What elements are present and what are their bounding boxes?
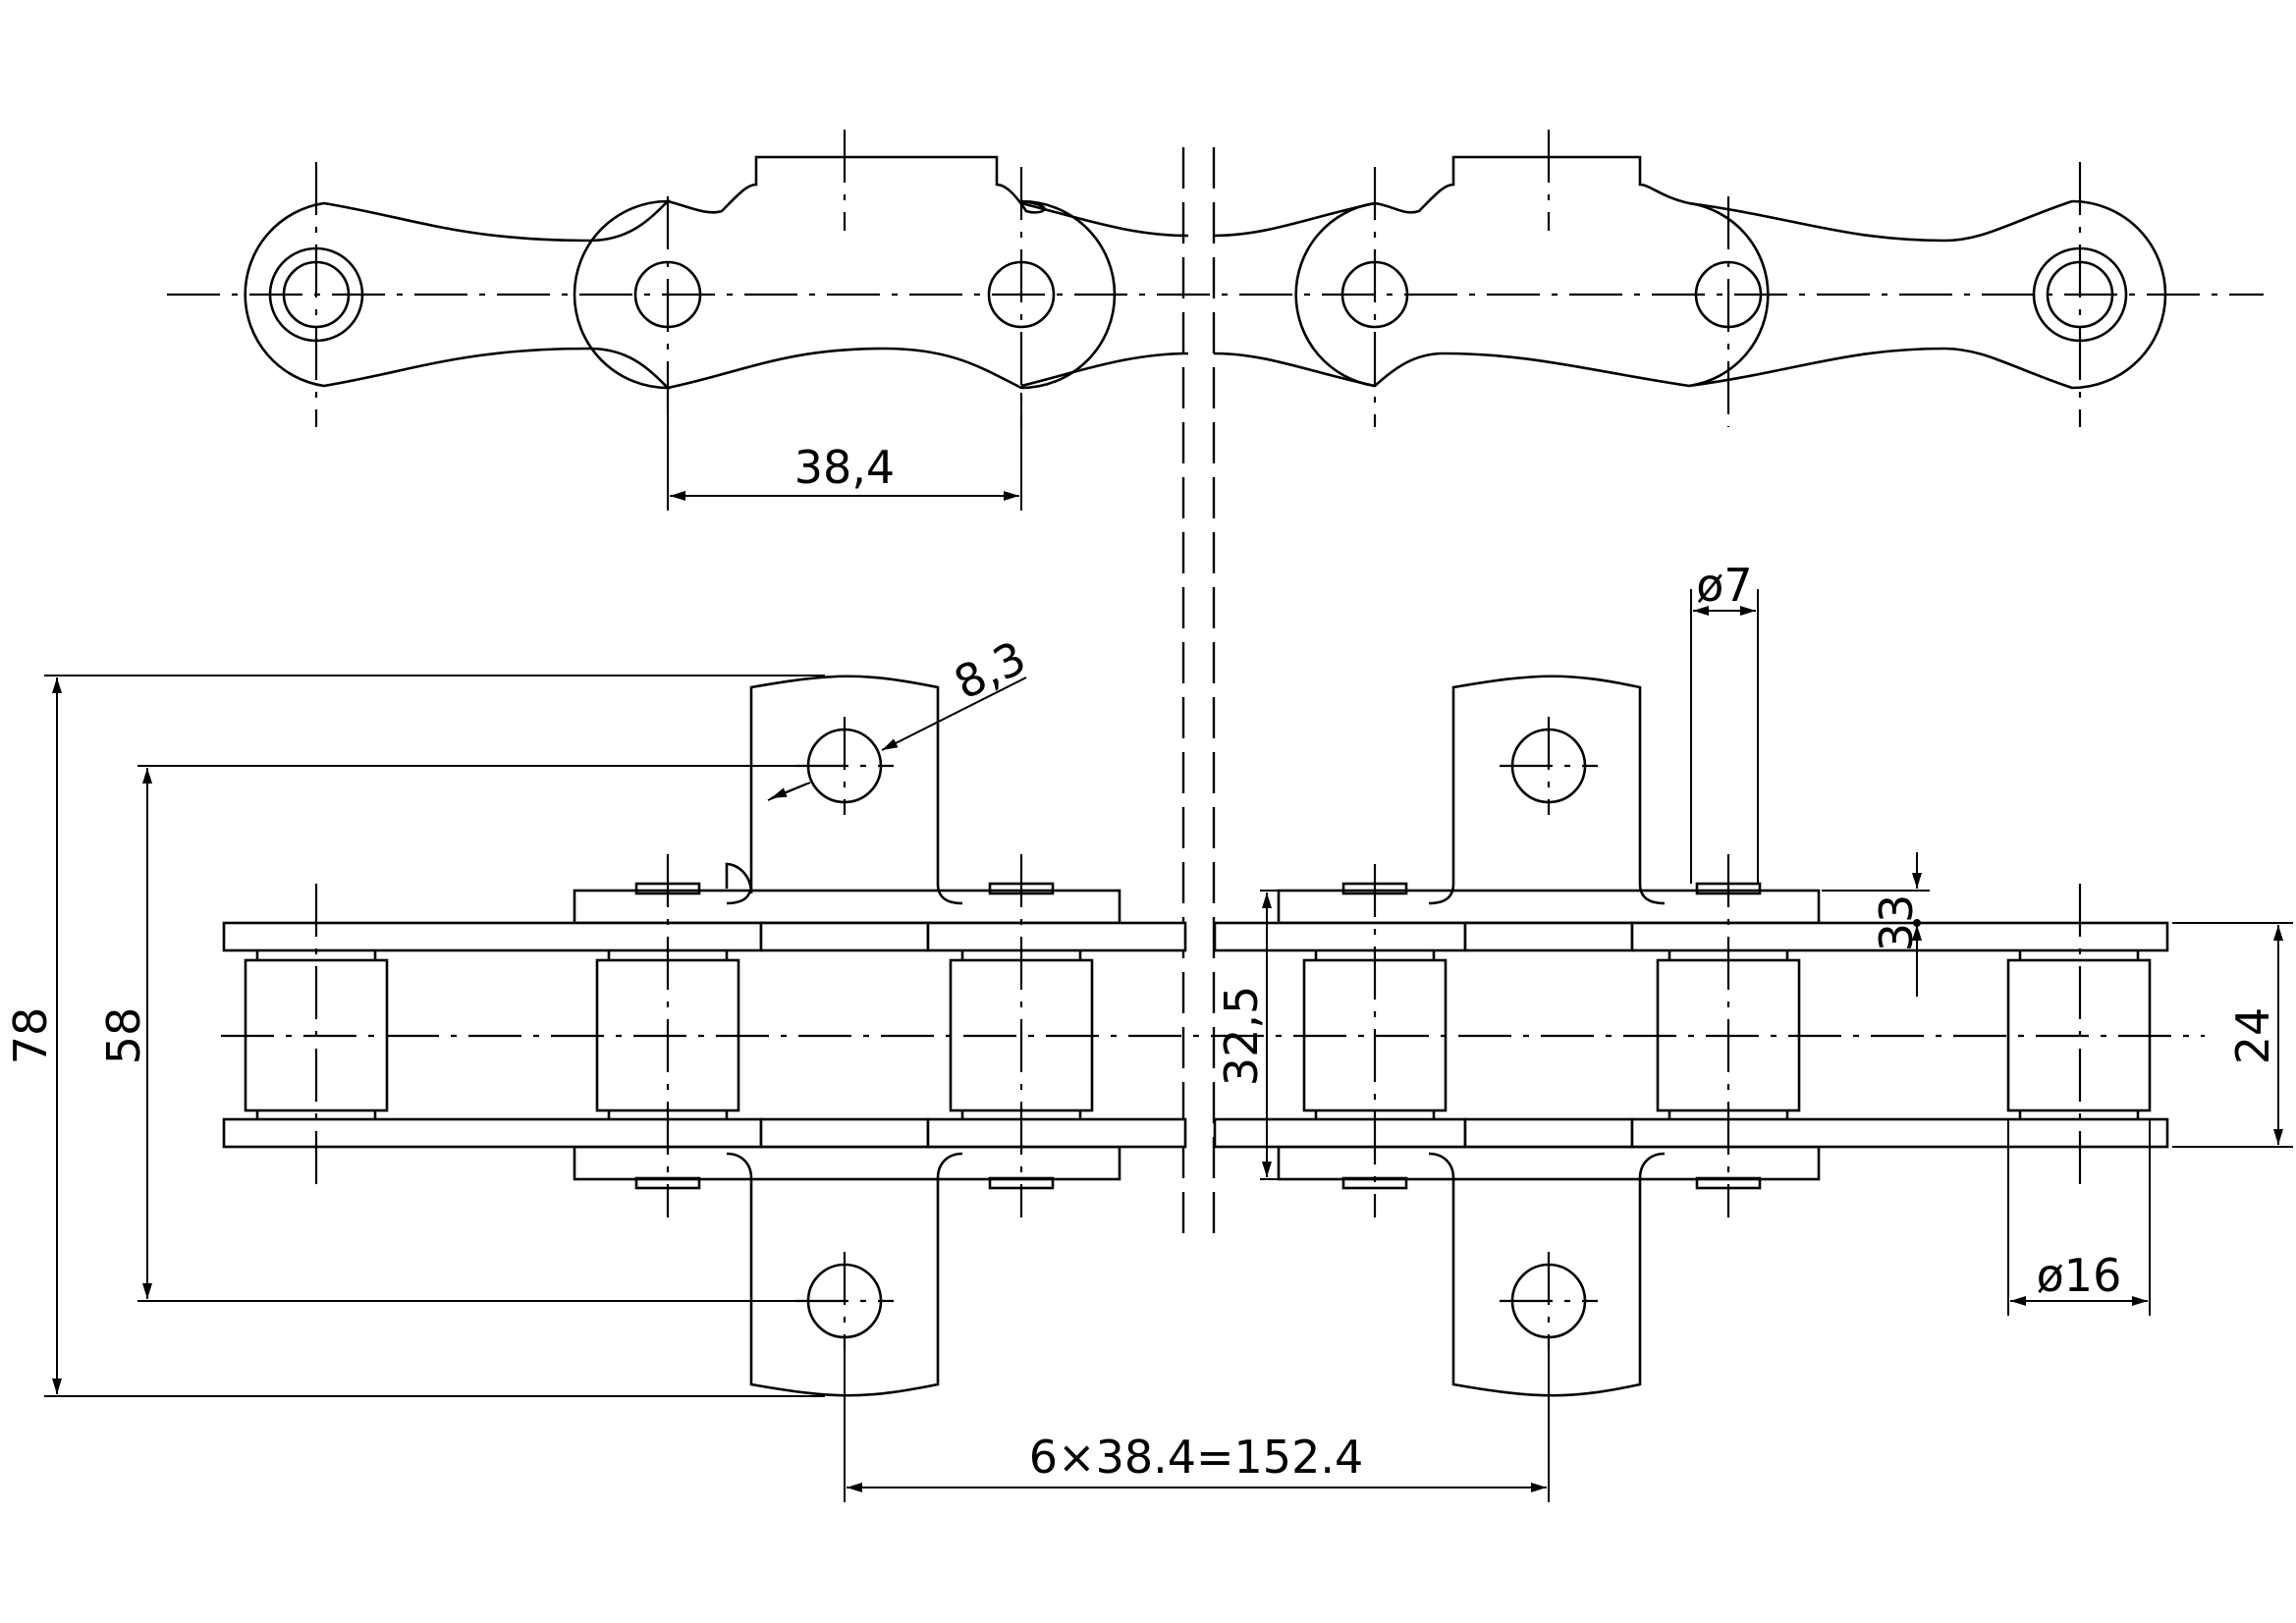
dim-overall-height: 78 [4, 675, 825, 1397]
dim-hole-spacing: 58 [97, 765, 810, 1302]
rollers [244, 950, 2152, 1119]
dim-pin-dia: ø7 [1690, 559, 1759, 884]
side-link-attach-right [1294, 155, 1770, 388]
side-plates-upper [222, 921, 2169, 952]
dim-pin-dia-label: ø7 [1696, 559, 1752, 612]
dim-hole-dia: 8,3 [767, 630, 1034, 801]
dim-hole-dia-label: 8,3 [946, 630, 1033, 710]
side-plates-lower [222, 1117, 2169, 1149]
dim-total-pitch-label: 6×38.4=152.4 [1029, 1431, 1363, 1484]
dim-total-pitch: 6×38.4=152.4 [844, 1345, 1550, 1502]
dim-roller-dia-label: ø16 [2037, 1249, 2122, 1302]
plan-view: 78 58 8,3 ø7 33 [4, 559, 2293, 1502]
side-link-left [244, 199, 672, 390]
attachment-lower-left [726, 1152, 963, 1397]
attachment-upper-right [1428, 675, 1666, 905]
break-lines [1181, 147, 1216, 1237]
side-view: 38,4 [167, 130, 2264, 511]
side-link-attach-left [667, 155, 1117, 390]
side-vertical-centerlines [314, 130, 2082, 427]
dim-plate-span-label: 32,5 [1215, 986, 1268, 1086]
dim-top-pitch-label: 38,4 [794, 441, 895, 494]
dim-top-pitch: 38,4 [667, 393, 1022, 511]
dim-hole-spacing-label: 58 [97, 1007, 150, 1065]
dim-attachment-offset: 33 [1822, 852, 1930, 997]
dim-inner-width-label: 24 [2226, 1007, 2279, 1065]
dim-overall-height-label: 78 [4, 1007, 57, 1065]
attachment-lower-right [1428, 1152, 1666, 1397]
dim-inner-width: 24 [2172, 922, 2293, 1148]
dim-plate-span: 32,5 [1215, 890, 1473, 1180]
side-link-right [1688, 199, 2167, 390]
dim-roller-dia: ø16 [2007, 1119, 2151, 1316]
side-link-mid-left [1020, 201, 1189, 388]
attachment-upper-left [725, 675, 963, 905]
plan-pin-centerlines [314, 854, 2082, 1217]
attachment-hole-centerlines [795, 717, 1598, 1350]
dim-attachment-offset-label: 33 [1870, 894, 1923, 952]
